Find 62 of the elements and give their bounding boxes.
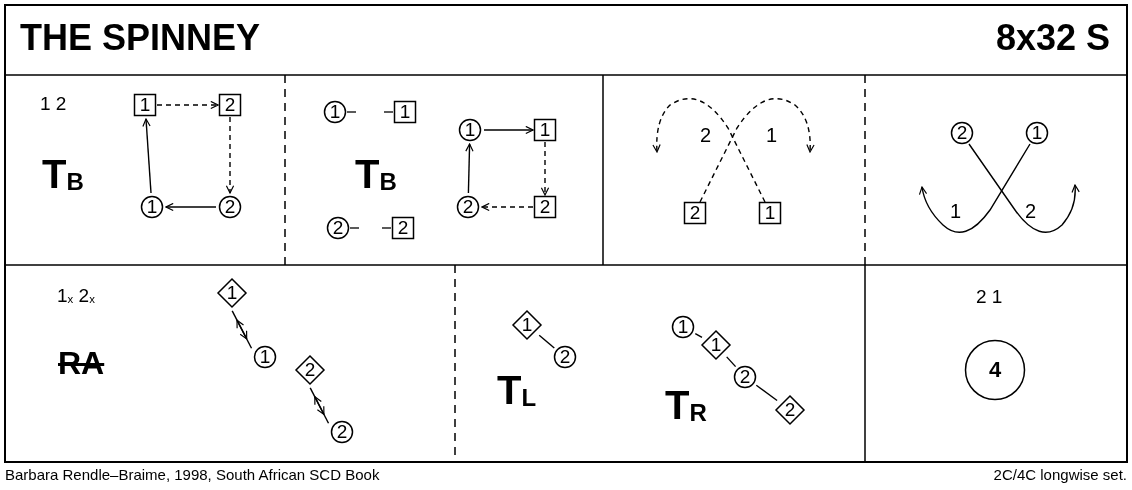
set-note: 2C/4C longwise set. bbox=[993, 466, 1127, 483]
dancer-number: 1 bbox=[950, 200, 962, 223]
dancer-diamond: 1 bbox=[217, 278, 247, 308]
dancer-square: 1 bbox=[393, 100, 417, 124]
dancer-circle: 1 bbox=[140, 195, 164, 219]
arrow bbox=[481, 202, 534, 212]
figure-label: RA bbox=[58, 345, 105, 382]
formation-label: T$_{B}$ bbox=[42, 152, 84, 197]
dancer-square: 2 bbox=[533, 195, 557, 219]
arrow bbox=[483, 125, 534, 135]
dancer-diamond: 2 bbox=[295, 355, 325, 385]
arrow bbox=[652, 97, 766, 203]
arrow bbox=[225, 116, 235, 194]
arrow bbox=[236, 319, 253, 349]
arrow bbox=[465, 143, 474, 194]
arrow bbox=[968, 143, 1080, 233]
formation-label: T$_{B}$ bbox=[355, 152, 397, 197]
dance-title: THE SPINNEY bbox=[20, 17, 261, 59]
connector-line bbox=[755, 384, 778, 402]
dancer-circle: 1 bbox=[458, 118, 482, 142]
dancer-diamond: 2 bbox=[775, 395, 805, 425]
dancer-number: 2 bbox=[1025, 200, 1037, 223]
connector-line bbox=[538, 334, 555, 349]
dancer-circle: 1 bbox=[1025, 121, 1049, 145]
dance-format: 8x32 S bbox=[995, 17, 1110, 59]
dancer-square: 2 bbox=[391, 216, 415, 240]
dancer-square: 2 bbox=[683, 201, 707, 225]
dancer-square: 2 bbox=[218, 93, 242, 117]
dancer-diamond: 1 bbox=[512, 310, 542, 340]
arrow bbox=[314, 396, 330, 424]
dancer-circle: 2 bbox=[950, 121, 974, 145]
arrow bbox=[142, 118, 152, 194]
arrow bbox=[156, 100, 219, 110]
dancer-circle: 1 bbox=[323, 100, 347, 124]
dancer-circle: 1 bbox=[671, 315, 695, 339]
couple-numbers: 1 2 bbox=[40, 93, 67, 115]
dancer-square: 1 bbox=[758, 201, 782, 225]
formation-label: T$_{L}$ bbox=[497, 368, 537, 413]
arrow bbox=[699, 97, 815, 203]
arrow bbox=[231, 310, 248, 340]
arrow bbox=[309, 387, 325, 416]
dancer-number: 1 bbox=[766, 124, 778, 147]
arrow bbox=[540, 141, 550, 196]
dancer-square: 1 bbox=[133, 93, 157, 117]
dancer-circle: 2 bbox=[733, 365, 757, 389]
count-circle: 4 bbox=[964, 339, 1026, 401]
dancer-circle: 2 bbox=[330, 420, 354, 444]
dancer-circle: 2 bbox=[553, 345, 577, 369]
arrow bbox=[919, 143, 1031, 233]
dancer-circle: 2 bbox=[456, 195, 480, 219]
dancer-number: 2 bbox=[700, 124, 712, 147]
dancer-circle: 2 bbox=[218, 195, 242, 219]
arrow bbox=[165, 202, 217, 212]
dancer-square: 1 bbox=[533, 118, 557, 142]
source-note: Barbara Rendle–Braime, 1998, South African SCD Book bbox=[5, 466, 380, 483]
dancer-circle: 1 bbox=[253, 345, 277, 369]
formation-label: T$_{R}$ bbox=[665, 383, 707, 428]
dancer-circle: 2 bbox=[326, 216, 350, 240]
connector-line bbox=[694, 333, 703, 338]
connector-line bbox=[726, 356, 737, 368]
dancer-diamond: 1 bbox=[701, 330, 731, 360]
couple-numbers: 2 1 bbox=[976, 286, 1003, 308]
